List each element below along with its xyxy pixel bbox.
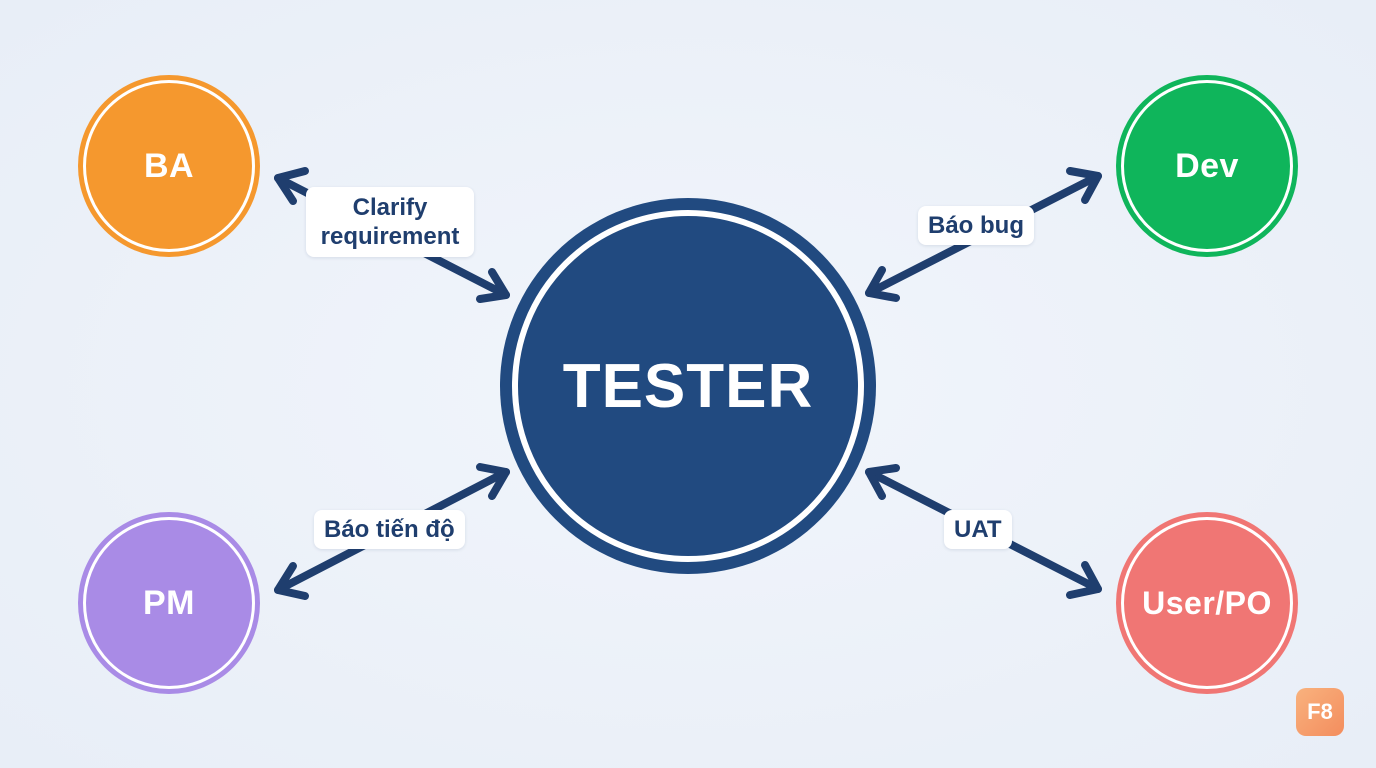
- arrowhead-user: [1066, 561, 1102, 599]
- edge-label-pm: Báo tiến độ: [314, 510, 465, 549]
- arrowhead-tester-pm: [476, 463, 510, 500]
- node-ring: [83, 517, 255, 689]
- edge-label-ba-line2: requirement: [320, 223, 460, 250]
- arrowhead-dev: [1066, 167, 1102, 204]
- arrowhead-ba: [274, 167, 309, 205]
- f8-logo-text: F8: [1307, 699, 1333, 724]
- arrowhead-tester-user: [865, 464, 900, 500]
- f8-logo: F8: [1296, 688, 1344, 736]
- node-dev-label: Dev: [1175, 146, 1239, 185]
- node-dev: Dev: [1116, 75, 1298, 257]
- node-ba: BA: [78, 75, 260, 257]
- edge-label-user-po: UAT: [944, 510, 1012, 549]
- edge-label-dev: Báo bug: [918, 206, 1034, 245]
- arrowhead-tester-dev: [865, 266, 900, 302]
- node-ring: [512, 210, 864, 562]
- arrowhead-tester-ba: [476, 268, 510, 303]
- node-user-po-label: User/PO: [1142, 584, 1272, 621]
- node-ring: [1121, 517, 1293, 689]
- edge-label-ba-line1: Clarify: [352, 194, 428, 221]
- edge-label-ba: Clarify requirement: [306, 187, 474, 257]
- node-user-po: User/PO: [1116, 512, 1298, 694]
- node-pm-label: PM: [143, 583, 195, 622]
- node-ring: [1121, 80, 1293, 252]
- node-ring: [83, 80, 255, 252]
- node-ba-label: BA: [143, 146, 195, 185]
- arrowhead-pm: [274, 562, 309, 600]
- node-tester-label: TESTER: [562, 351, 814, 421]
- node-pm: PM: [78, 512, 260, 694]
- node-tester: TESTER: [500, 198, 876, 574]
